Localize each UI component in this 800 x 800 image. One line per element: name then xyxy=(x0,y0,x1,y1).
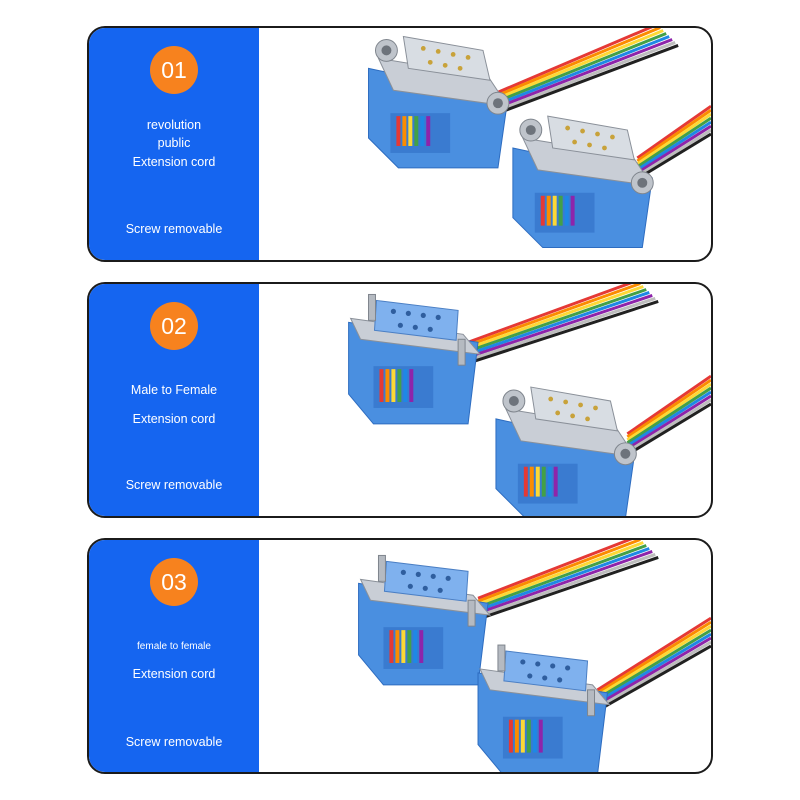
product-card-2: 02 Male to Female Extension cord Screw r… xyxy=(87,282,713,518)
product-image xyxy=(259,284,711,516)
product-card-1: 01 revolution public Extension cord Scre… xyxy=(87,26,713,262)
card-line: female to female xyxy=(137,641,211,652)
card-line: Extension cord xyxy=(132,412,216,426)
number-badge: 02 xyxy=(150,302,198,350)
info-panel: 01 revolution public Extension cord Scre… xyxy=(89,28,259,260)
card-line: Male to Female xyxy=(130,383,218,397)
info-panel: 03 female to female Extension cord Screw… xyxy=(89,540,259,772)
number-badge: 01 xyxy=(150,46,198,94)
ribbon-cable-icon xyxy=(636,104,711,181)
card-line: revolution xyxy=(146,118,202,132)
male-connector-icon xyxy=(368,35,510,169)
product-image xyxy=(259,540,711,772)
female-connector-icon xyxy=(477,644,611,772)
card-footer: Screw removable xyxy=(125,478,223,492)
card-footer: Screw removable xyxy=(125,735,223,749)
ribbon-cable-icon xyxy=(596,616,711,713)
ribbon-cable-icon xyxy=(626,374,711,457)
ribbon-cable-icon xyxy=(477,540,659,621)
product-card-3: 03 female to female Extension cord Screw… xyxy=(87,538,713,774)
female-connector-icon xyxy=(358,554,492,686)
ribbon-cable-icon xyxy=(497,28,679,115)
info-panel: 02 Male to Female Extension cord Screw r… xyxy=(89,284,259,516)
product-image xyxy=(259,28,711,260)
card-line: Extension cord xyxy=(132,667,216,681)
card-line: public xyxy=(157,136,191,150)
female-connector-icon xyxy=(348,293,482,425)
cable-illustration xyxy=(348,284,711,516)
card-footer: Screw removable xyxy=(125,222,223,236)
male-connector-icon xyxy=(512,115,654,249)
cable-illustration xyxy=(368,28,711,249)
number-badge: 03 xyxy=(150,558,198,606)
card-line: Extension cord xyxy=(132,155,216,169)
ribbon-cable-icon xyxy=(467,284,659,365)
male-connector-icon xyxy=(495,386,637,516)
cable-illustration xyxy=(358,540,711,772)
